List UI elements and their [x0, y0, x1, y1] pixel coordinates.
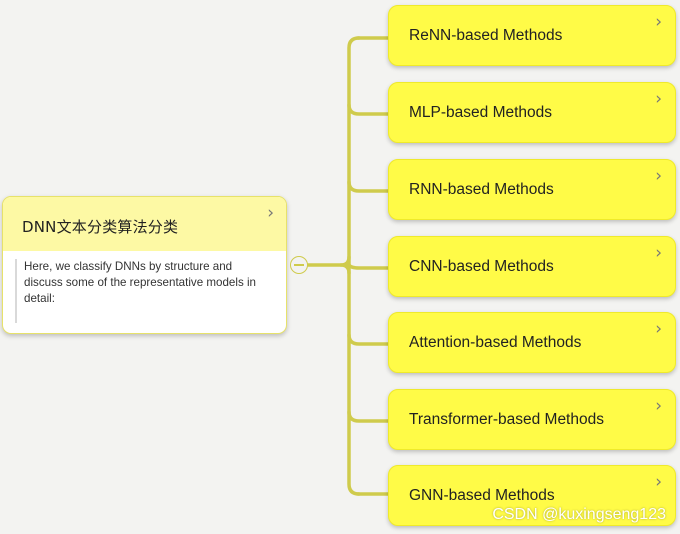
branch-line-6	[347, 410, 390, 423]
child-topic-label: CNN-based Methods	[409, 258, 554, 275]
chevron-right-icon[interactable]: ›	[655, 166, 662, 186]
branch-line-3	[347, 180, 390, 193]
child-topic-mlp[interactable]: MLP-based Methods ›	[388, 82, 676, 143]
child-topic-label: RNN-based Methods	[409, 181, 554, 198]
child-topic-label: GNN-based Methods	[409, 487, 555, 504]
child-topic-label: MLP-based Methods	[409, 104, 553, 121]
child-topic-gnn[interactable]: GNN-based Methods ›	[388, 465, 676, 526]
chevron-right-icon[interactable]: ›	[655, 89, 662, 109]
child-topic-cnn[interactable]: CNN-based Methods ›	[388, 236, 676, 297]
branch-line-4	[347, 263, 390, 270]
chevron-right-icon[interactable]: ›	[655, 243, 662, 263]
chevron-right-icon[interactable]: ›	[267, 203, 274, 223]
child-topic-label: ReNN-based Methods	[409, 27, 563, 44]
watermark: CSDN @kuxingseng123	[492, 506, 666, 523]
branch-line-5	[347, 333, 390, 346]
child-topic-attention[interactable]: Attention-based Methods ›	[388, 312, 676, 373]
chevron-right-icon[interactable]: ›	[655, 12, 662, 32]
child-topic-renn[interactable]: ReNN-based Methods ›	[388, 5, 676, 66]
child-topic-transformer[interactable]: Transformer-based Methods ›	[388, 389, 676, 450]
chevron-right-icon[interactable]: ›	[655, 319, 662, 339]
root-topic-note: Here, we classify DNNs by structure and …	[15, 259, 260, 323]
root-topic-header: DNN文本分类算法分类 ›	[3, 197, 286, 251]
root-topic-node[interactable]: DNN文本分类算法分类 › Here, we classify DNNs by …	[2, 196, 287, 334]
chevron-right-icon[interactable]: ›	[655, 472, 662, 492]
chevron-right-icon[interactable]: ›	[655, 396, 662, 416]
child-topic-label: Transformer-based Methods	[409, 411, 604, 428]
child-topic-rnn[interactable]: RNN-based Methods ›	[388, 159, 676, 220]
branch-line-2	[347, 103, 390, 116]
child-topic-label: Attention-based Methods	[409, 334, 582, 351]
root-topic-title: DNN文本分类算法分类	[22, 218, 179, 236]
branch-join	[339, 255, 351, 275]
collapse-minus-icon[interactable]	[290, 256, 308, 274]
